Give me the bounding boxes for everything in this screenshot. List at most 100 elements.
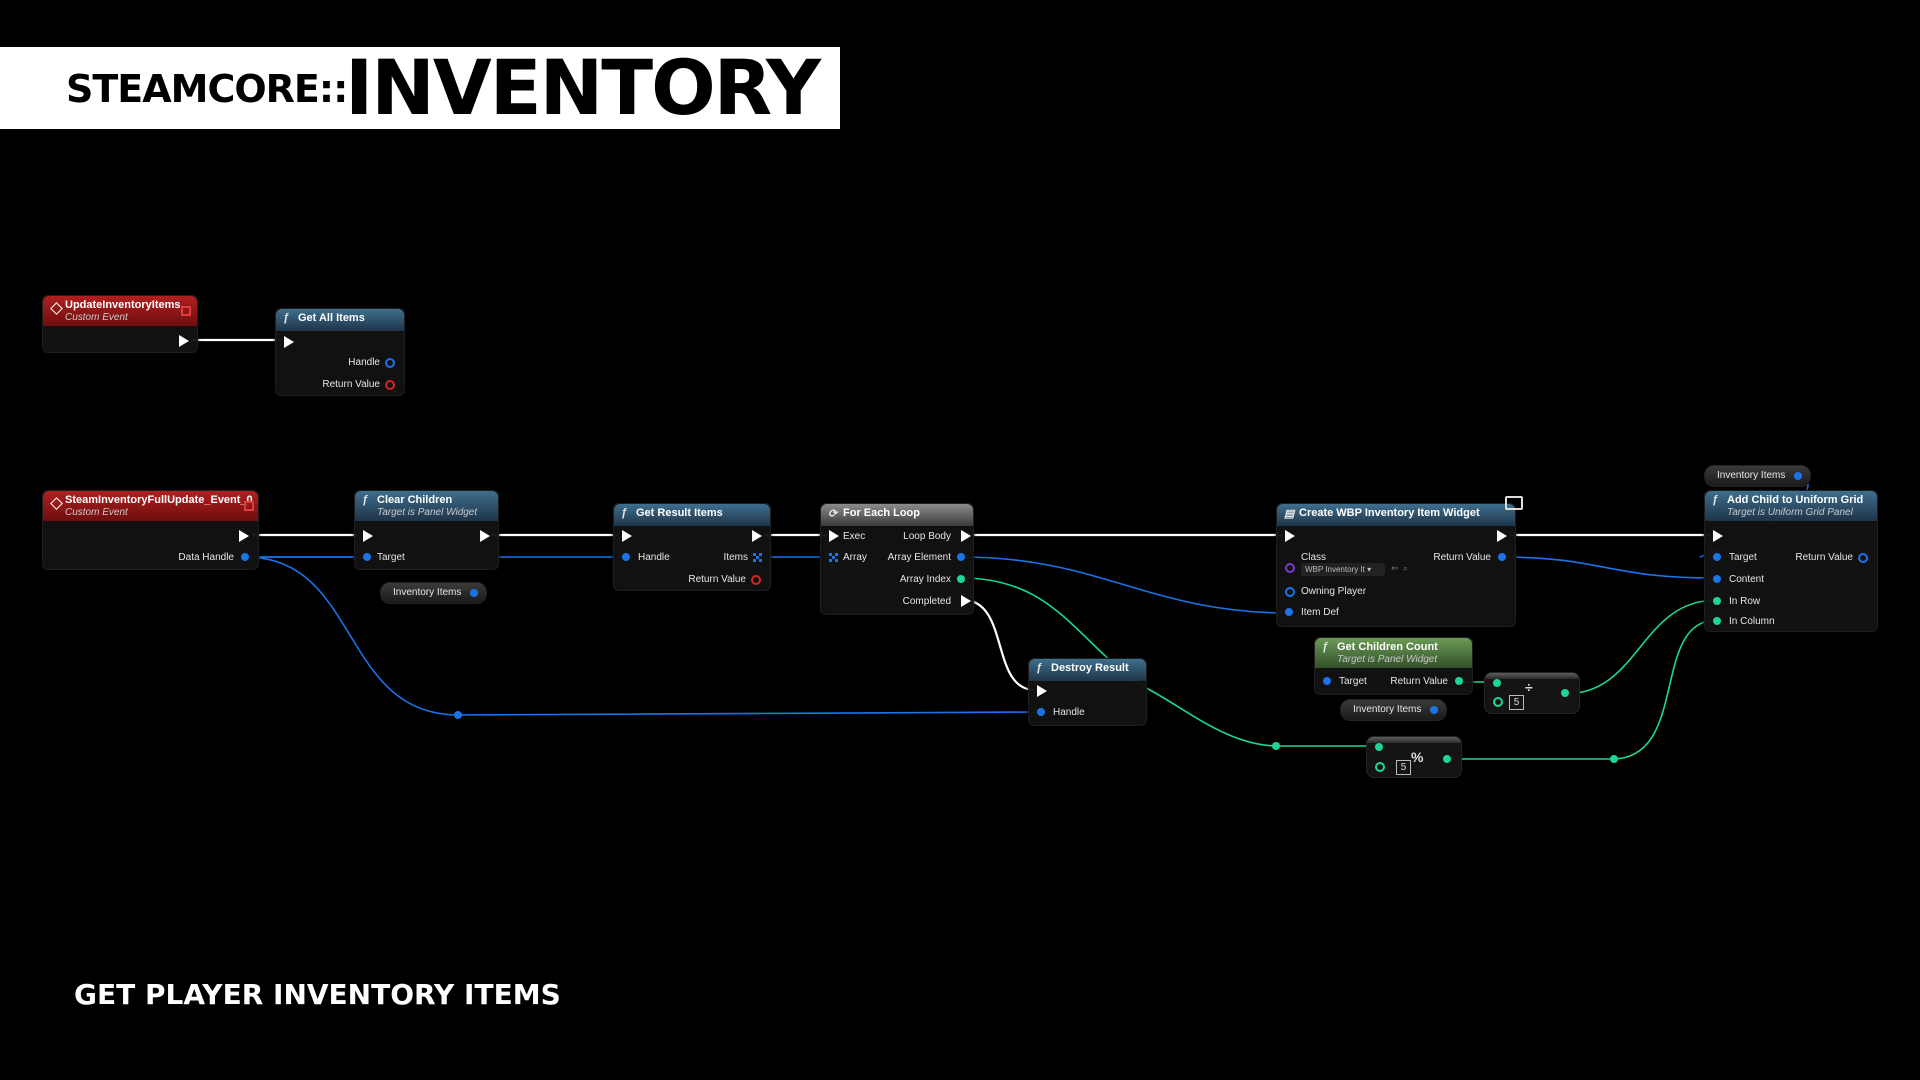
node-subtitle: Custom Event — [65, 507, 128, 518]
pin-label-array-element: Array Element — [887, 552, 951, 563]
target-pin[interactable] — [1713, 553, 1721, 561]
handle-pin[interactable] — [385, 358, 395, 368]
exec-in-pin[interactable] — [1285, 530, 1295, 542]
modulo-b-value[interactable]: 5 — [1396, 760, 1411, 775]
exec-in-pin[interactable] — [1713, 530, 1723, 542]
node-get-all-items[interactable]: ƒ Get All Items Handle Return Value — [275, 308, 405, 396]
exec-out-pin[interactable] — [1128, 685, 1138, 697]
node-full-update-event[interactable]: SteamInventoryFullUpdate_Event_0 Custom … — [42, 490, 259, 570]
pin-label-return: Return Value — [322, 379, 380, 390]
variable-out-pin[interactable] — [470, 589, 478, 597]
array-index-pin[interactable] — [957, 575, 965, 583]
node-header: ƒ Get Children Count Target is Panel Wid… — [1315, 638, 1472, 668]
return-value-pin[interactable] — [1858, 553, 1868, 563]
node-destroy-result[interactable]: ƒ Destroy Result Handle — [1028, 658, 1147, 726]
handle-pin[interactable] — [622, 553, 630, 561]
node-clear-children[interactable]: ƒ Clear Children Target is Panel Widget … — [354, 490, 499, 570]
inventory-items-variable-3[interactable]: Inventory Items — [1704, 465, 1811, 487]
wire-divide-to-inrow — [1564, 599, 1718, 695]
node-modulo[interactable]: 5 % — [1366, 736, 1462, 778]
return-value-pin[interactable] — [751, 575, 761, 585]
delegate-pin[interactable] — [181, 306, 191, 316]
divide-a-pin[interactable] — [1493, 679, 1501, 687]
array-element-pin[interactable] — [957, 553, 965, 561]
pin-label-array: Array — [843, 552, 867, 563]
items-array-pin[interactable] — [753, 553, 762, 562]
variable-label: Inventory Items — [1717, 470, 1786, 481]
node-get-result-items[interactable]: ƒ Get Result Items Handle Items Return V… — [613, 503, 771, 591]
node-divide[interactable]: 5 ÷ — [1484, 672, 1580, 714]
pin-label-exec: Exec — [843, 531, 866, 542]
exec-out-pin[interactable] — [480, 530, 490, 542]
node-header: ƒ Get Result Items — [614, 504, 770, 526]
browse-icon[interactable]: ⌕ — [1403, 563, 1409, 573]
node-title: Create WBP Inventory Item Widget — [1299, 507, 1480, 519]
class-dropdown[interactable]: WBP Inventory It ▾ — [1301, 563, 1385, 576]
return-value-pin[interactable] — [1498, 553, 1506, 561]
node-for-each-loop[interactable]: ⟳ For Each Loop Exec Array Loop Body Arr… — [820, 503, 974, 615]
node-title: Clear Children — [377, 494, 453, 506]
exec-in-pin[interactable] — [284, 336, 294, 348]
completed-exec-pin[interactable] — [961, 595, 971, 607]
event-icon — [50, 302, 63, 315]
node-add-child-to-uniform-grid[interactable]: ƒ Add Child to Uniform Grid Target is Un… — [1704, 490, 1878, 632]
data-handle-pin[interactable] — [241, 553, 249, 561]
loop-body-exec-pin[interactable] — [961, 530, 971, 542]
node-title: UpdateInventoryItems — [65, 299, 181, 311]
divide-b-pin[interactable] — [1493, 697, 1503, 707]
item-def-pin[interactable] — [1285, 608, 1293, 616]
pin-label-content: Content — [1729, 574, 1765, 585]
exec-out-pin[interactable] — [239, 530, 249, 542]
variable-out-pin[interactable] — [1430, 706, 1438, 714]
widget-icon: ▤ — [1284, 508, 1295, 520]
function-icon: ƒ — [1712, 494, 1719, 506]
exec-out-pin[interactable] — [1497, 530, 1507, 542]
owning-player-pin[interactable] — [1285, 587, 1295, 597]
exec-out-pin[interactable] — [1859, 530, 1869, 542]
delegate-pin[interactable] — [244, 501, 254, 511]
target-pin[interactable] — [1323, 677, 1331, 685]
use-selected-icon[interactable]: ⇐ — [1391, 563, 1399, 573]
content-pin[interactable] — [1713, 575, 1721, 583]
pin-label-target: Target — [1339, 676, 1367, 687]
array-in-pin[interactable] — [829, 553, 838, 562]
modulo-a-pin[interactable] — [1375, 743, 1383, 751]
loop-icon: ⟳ — [828, 508, 838, 520]
node-title: Get All Items — [298, 312, 365, 324]
exec-in-pin[interactable] — [363, 530, 373, 542]
variable-out-pin[interactable] — [1794, 472, 1802, 480]
modulo-result-pin[interactable] — [1443, 755, 1451, 763]
inventory-items-variable-1[interactable]: Inventory Items — [380, 582, 487, 604]
node-update-inventory-items-event[interactable]: UpdateInventoryItems Custom Event — [42, 295, 198, 353]
handle-pin[interactable] — [1037, 708, 1045, 716]
node-get-children-count[interactable]: ƒ Get Children Count Target is Panel Wid… — [1314, 637, 1473, 695]
target-pin[interactable] — [363, 553, 371, 561]
exec-out-pin[interactable] — [386, 336, 396, 348]
exec-in-pin[interactable] — [829, 530, 839, 542]
divide-operator: ÷ — [1525, 679, 1533, 695]
pin-label-in-column: In Column — [1729, 616, 1775, 627]
divide-result-pin[interactable] — [1561, 689, 1569, 697]
pin-label-loop-body: Loop Body — [903, 531, 951, 542]
exec-in-pin[interactable] — [1037, 685, 1047, 697]
pin-label-array-index: Array Index — [899, 574, 951, 585]
divide-b-value[interactable]: 5 — [1509, 695, 1524, 710]
exec-out-pin[interactable] — [752, 530, 762, 542]
node-title: Get Result Items — [636, 507, 723, 519]
exec-in-pin[interactable] — [622, 530, 632, 542]
node-title: Add Child to Uniform Grid — [1727, 494, 1864, 506]
variable-label: Inventory Items — [393, 587, 462, 598]
inventory-items-variable-2[interactable]: Inventory Items — [1340, 699, 1447, 721]
pin-label-owning-player: Owning Player — [1301, 586, 1367, 597]
pin-label-handle: Handle — [1053, 707, 1085, 718]
node-create-widget[interactable]: ▤ Create WBP Inventory Item Widget Class… — [1276, 496, 1523, 627]
in-column-pin[interactable] — [1713, 617, 1721, 625]
return-value-pin[interactable] — [1455, 677, 1463, 685]
wire-index-to-modulo — [961, 577, 1380, 747]
exec-out-pin[interactable] — [179, 335, 189, 347]
in-row-pin[interactable] — [1713, 597, 1721, 605]
variable-label: Inventory Items — [1353, 704, 1422, 715]
modulo-b-pin[interactable] — [1375, 762, 1385, 772]
return-value-pin[interactable] — [385, 380, 395, 390]
class-pin[interactable] — [1285, 563, 1295, 573]
